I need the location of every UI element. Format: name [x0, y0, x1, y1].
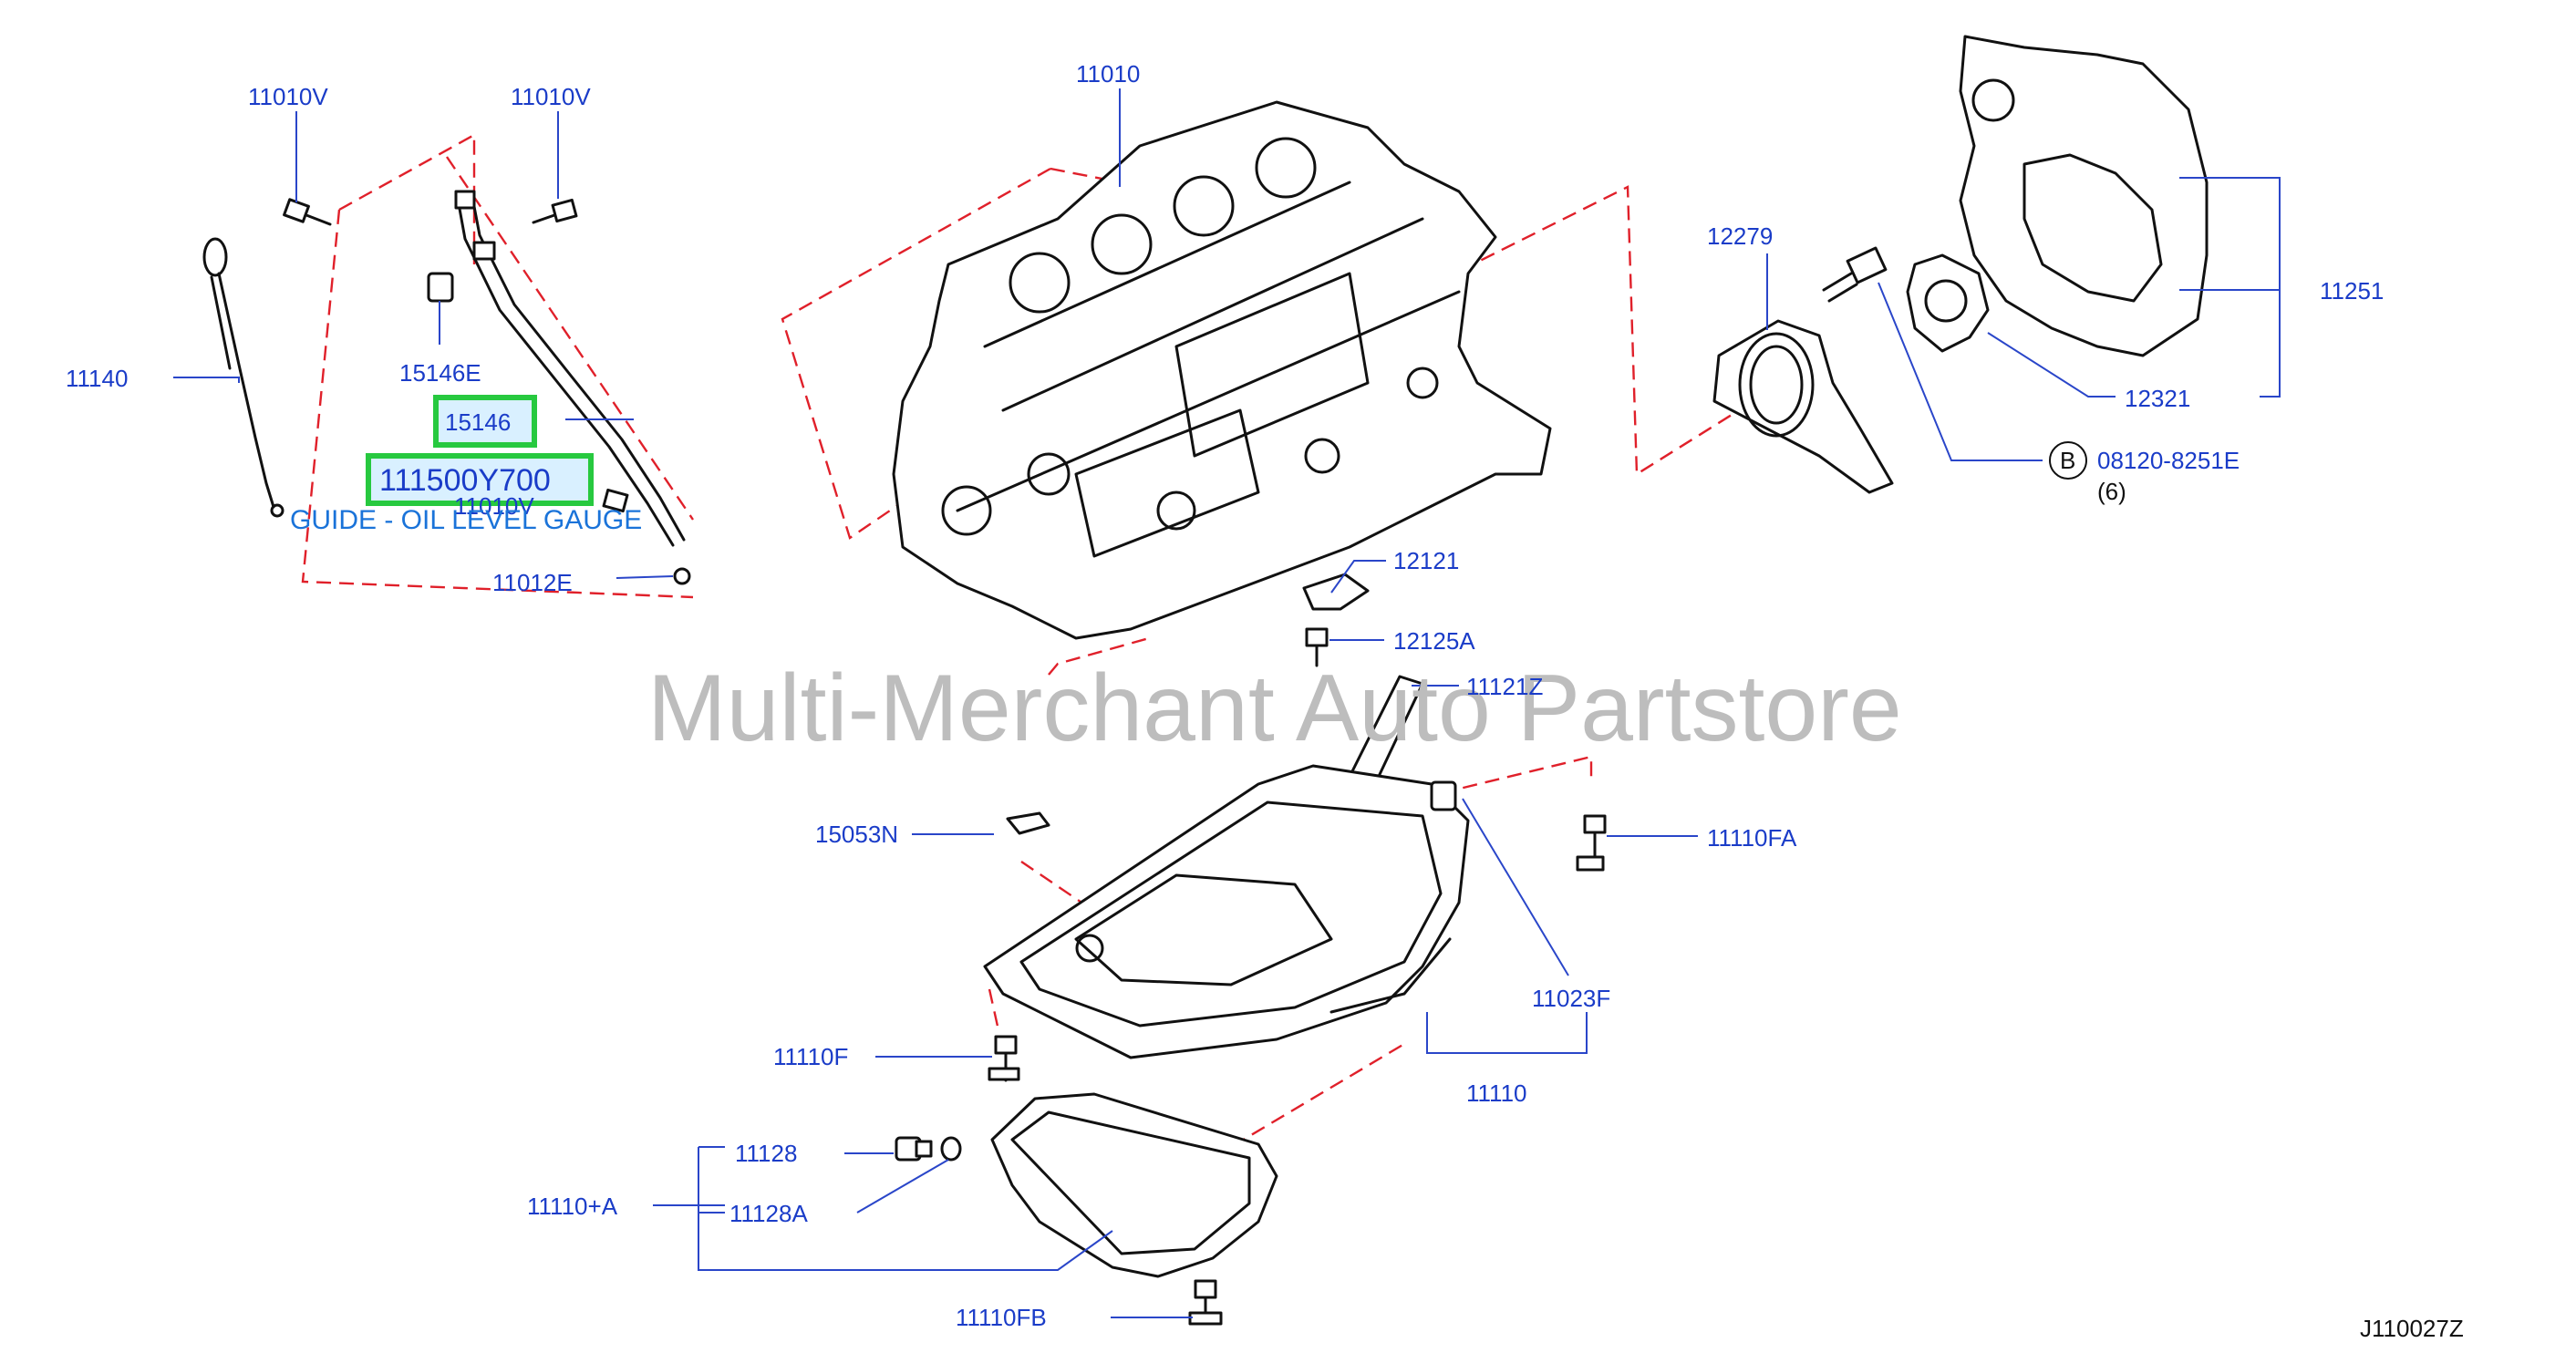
callout-11140[interactable]: 11140	[66, 365, 128, 392]
part-number-label[interactable]: 111500Y700	[379, 463, 551, 498]
retainer-bolt-part	[1822, 246, 1888, 303]
callout-15053N[interactable]: 15053N	[815, 821, 898, 848]
callout-08120-8251E[interactable]: 08120-8251E	[2097, 447, 2240, 474]
callout-11110[interactable]: 11110	[1466, 1079, 1527, 1107]
callout-12279[interactable]: 12279	[1707, 222, 1773, 250]
bolt-quantity: (6)	[2097, 478, 2126, 505]
callout-12121[interactable]: 12121	[1393, 547, 1459, 574]
lower-oil-pan-part	[990, 1092, 1278, 1278]
callout-11010V-a[interactable]: 11010V	[248, 83, 328, 110]
rear-seal-retainer-part	[1712, 319, 1894, 494]
callout-11128A[interactable]: 11128A	[729, 1200, 808, 1227]
callout-11110FA[interactable]: 11110FA	[1707, 824, 1797, 852]
guide-tube-part	[427, 190, 691, 585]
watermark-text: Multi-Merchant Auto Partstore	[647, 656, 1902, 761]
callout-11010[interactable]: 11010	[1076, 60, 1140, 88]
drain-plug-part	[895, 1136, 962, 1162]
upper-oil-pan-part	[983, 764, 1470, 1059]
bolt-circle-marker	[2049, 441, 2087, 480]
callout-15146E[interactable]: 15146E	[399, 359, 481, 387]
callout-labels: 11010V 11010V 11010 11140 15146E 11012E …	[66, 60, 2464, 1342]
guide-bolts	[283, 198, 629, 513]
pan-bolt-fb-part	[1188, 1279, 1223, 1326]
callout-11023F[interactable]: 11023F	[1532, 985, 1610, 1012]
highlight-15146[interactable]: 15146	[433, 395, 537, 448]
callout-11251[interactable]: 11251	[2320, 277, 2384, 305]
callout-11110plusA[interactable]: 11110+A	[527, 1193, 618, 1220]
figure-code: J110027Z	[2360, 1315, 2464, 1342]
pan-plugs-part	[1430, 780, 1607, 872]
callout-11110F[interactable]: 11110F	[773, 1043, 848, 1070]
leader-lines	[173, 88, 2281, 1318]
highlight-part-number[interactable]: 111500Y700	[366, 453, 594, 506]
callout-11010V-c[interactable]: 11010V	[454, 492, 534, 520]
callout-11128[interactable]: 11128	[735, 1140, 797, 1167]
callout-12125A[interactable]: 12125A	[1393, 627, 1475, 655]
callout-15146-label[interactable]: 15146	[445, 408, 511, 436]
strainer-gasket-part	[1006, 811, 1050, 835]
cylinder-block-part	[892, 100, 1552, 640]
rear-plate-part	[1959, 35, 2209, 357]
callout-11110FB[interactable]: 11110FB	[956, 1304, 1047, 1331]
retainer-gasket-part	[1906, 253, 1990, 353]
callout-11012E[interactable]: 11012E	[492, 569, 573, 596]
callout-12321[interactable]: 12321	[2125, 385, 2190, 412]
dipstick-part	[202, 237, 284, 518]
bracket-part	[1302, 573, 1370, 667]
callout-11010V-b[interactable]: 11010V	[511, 83, 591, 110]
callout-11121Z[interactable]: 11121Z	[1466, 673, 1543, 700]
guide-caption: GUIDE - OIL LEVEL GAUGE	[290, 505, 642, 535]
bolt-circle-letter: B	[2060, 447, 2075, 474]
pan-bolt-f-part	[988, 1035, 1020, 1082]
